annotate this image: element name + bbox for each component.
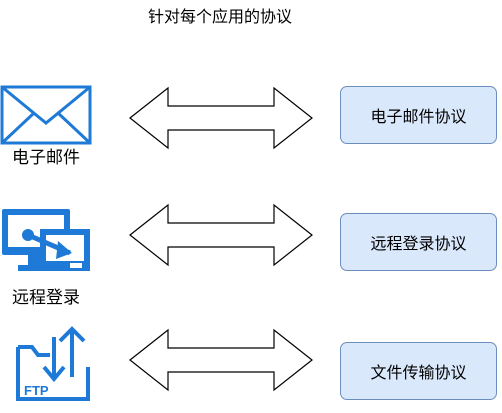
protocol-row-email: 电子邮件 电子邮件协议 [0,80,502,180]
double-arrow [129,203,313,267]
email-envelope-icon [0,85,92,145]
protocol-row-file-transfer: FTP 文件传输协议 [0,313,502,413]
double-arrow [129,328,313,392]
protocol-box-email: 电子邮件协议 [340,86,497,144]
protocol-label: 电子邮件协议 [370,107,467,126]
double-arrow [129,86,313,150]
protocol-box-remote-login: 远程登录协议 [340,213,497,271]
app-label-email: 电子邮件 [12,148,80,168]
ftp-folder-icon: FTP [16,326,90,401]
protocol-label: 远程登录协议 [370,234,467,253]
ftp-icon-text: FTP [24,383,49,398]
protocol-row-remote-login: 远程登录 远程登录协议 [0,198,502,308]
protocol-label: 文件传输协议 [370,363,467,382]
remote-desktop-icon [2,209,90,271]
diagram-title: 针对每个应用的协议 [147,7,292,26]
app-label-remote-login: 远程登录 [12,288,80,308]
protocol-box-file-transfer: 文件传输协议 [340,342,497,400]
